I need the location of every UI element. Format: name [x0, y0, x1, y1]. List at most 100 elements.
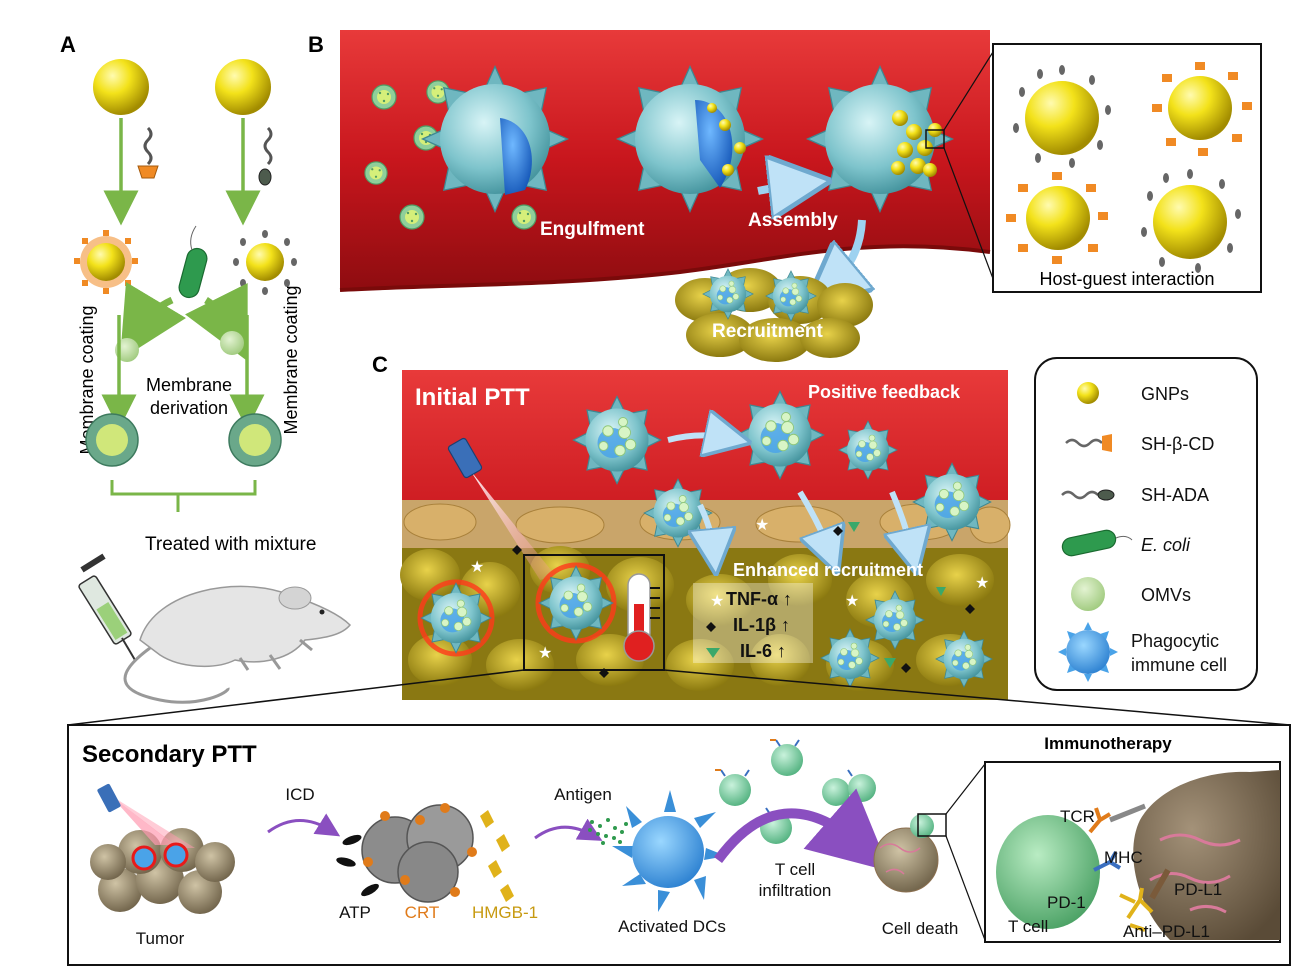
svg-text:★: ★: [845, 593, 859, 610]
label-atp: ATP: [339, 903, 371, 922]
label-secondary-ptt: Secondary PTT: [82, 741, 257, 768]
label-t-cell: T cell: [1008, 917, 1048, 936]
gnp-ada-particle: [233, 230, 297, 295]
white-star-markers: ★ ★ ★ ★ ★ ★: [470, 517, 989, 662]
label-immunotherapy: Immunotherapy: [1044, 734, 1172, 753]
sh-cd-icon: [1065, 434, 1112, 452]
immune-cell-icon: [1058, 622, 1118, 682]
syringe-icon: [78, 553, 136, 661]
green-triangle-markers: [848, 522, 946, 668]
sh-ada-ligand-icon: [258, 126, 273, 186]
zoom-box: [523, 554, 665, 671]
arrow-derivation-right: [185, 283, 248, 362]
label-engulfment: Engulfment: [540, 219, 645, 240]
label-initial-ptt: Initial PTT: [415, 384, 530, 411]
dying-tumor-cell: [873, 763, 986, 941]
gnp-particle-right: [215, 59, 271, 115]
immunotherapy-illustration: [996, 770, 1280, 940]
zoom-line-right: [663, 669, 1291, 726]
svg-text:★: ★: [755, 517, 769, 534]
svg-text:★: ★: [975, 575, 989, 592]
coated-nanoparticle-right: [228, 413, 282, 467]
arrow-recruit-3: [892, 490, 912, 552]
label-recruitment: Recruitment: [712, 321, 824, 342]
legend-label-1: SH-β-CD: [1141, 434, 1214, 454]
host-guest-particles: [1006, 62, 1252, 273]
activated-dc-cell: [612, 790, 726, 912]
panel-label-a: A: [60, 32, 76, 57]
black-diamond-markers: [512, 526, 975, 678]
laser-device-icon: [447, 437, 555, 580]
label-membrane-coating-left: Membrane coating: [77, 305, 97, 454]
arrow-antigen: [534, 818, 603, 841]
label-hmgb: HMGB-1: [472, 903, 538, 922]
atp-molecules: [336, 834, 379, 897]
legend-label-5a: Phagocytic: [1131, 631, 1219, 651]
antigen-dots: [588, 818, 628, 845]
host-guest-inset: [992, 43, 1262, 293]
label-assembly: Assembly: [748, 210, 838, 231]
legend-label-5b: immune cell: [1131, 655, 1227, 675]
arrow-tcell-infiltration: [713, 788, 891, 872]
hmgb-molecules: [480, 810, 514, 902]
label-tcell-inf-2: infiltration: [759, 881, 832, 900]
panel-c: C: [67, 352, 1291, 726]
immune-cell-engulfment: [421, 65, 569, 213]
mouse-illustration: [123, 585, 352, 704]
label-host-guest: Host-guest interaction: [1039, 269, 1214, 289]
arrow-assembly: [757, 184, 800, 191]
sh-cd-ligand-icon: [137, 126, 159, 179]
legend-label-0: GNPs: [1141, 384, 1189, 404]
tumor-cluster: [90, 783, 235, 914]
legend-label-2: SH-ADA: [1141, 485, 1209, 505]
immune-cell-assembly: [616, 65, 764, 213]
secondary-ptt-panel: Secondary PTT Tumor ICD: [67, 724, 1291, 966]
panel-label-b: B: [308, 32, 324, 57]
dying-cell-cluster: [336, 803, 514, 903]
arrow-feedback: [667, 435, 728, 440]
arrow-hitchhiking: [830, 219, 862, 285]
zoom-line-left: [67, 669, 525, 726]
label-tumor: Tumor: [136, 929, 185, 948]
svg-text:★: ★: [538, 645, 552, 662]
label-enhanced-recruitment: Enhanced recruitment: [733, 560, 923, 580]
label-il6: IL-6 ↑: [740, 641, 786, 661]
label-pdl1: PD-L1: [1174, 880, 1222, 899]
label-membrane-derivation-1: Membrane: [146, 375, 232, 395]
legend-label-3: E. coli: [1141, 535, 1191, 555]
omv-vesicle-right: [220, 331, 244, 355]
coated-nanoparticle-left: [85, 413, 139, 467]
crt-molecules: [363, 803, 477, 897]
label-tnf: TNF-α ↑: [726, 589, 792, 609]
arrow-derivation-left: [119, 281, 187, 361]
gnp-particle-left: [93, 59, 149, 115]
gnp-icon: [1077, 382, 1099, 404]
sh-ada-icon: [1061, 489, 1115, 501]
thermometer-icon: [623, 573, 660, 662]
legend-box: GNPs SH-β-CD SH-ADA E. coli OMVs Phagocy…: [1034, 357, 1258, 691]
label-icd: ICD: [285, 785, 314, 804]
label-crt: CRT: [405, 903, 440, 922]
label-membrane-coating-right: Membrane coating: [281, 285, 301, 434]
arrow-recruit-2: [797, 490, 830, 552]
omv-vesicle-left: [115, 338, 139, 362]
label-cell-death: Cell death: [882, 919, 959, 938]
label-treated-with-mixture: Treated with mixture: [145, 534, 316, 555]
vessel-wall: [339, 244, 991, 292]
cytokine-diamond-marker: [706, 622, 716, 632]
immune-cell-hitchhiking: [806, 43, 999, 293]
svg-text:★: ★: [470, 559, 484, 576]
svg-text:★: ★: [710, 593, 724, 610]
arrow-recruit-1: [700, 503, 714, 552]
panel-a: A: [60, 32, 352, 704]
label-il1: IL-1β ↑: [733, 615, 790, 635]
legend-label-4: OMVs: [1141, 585, 1191, 605]
tissue-recruitment-cluster: [675, 268, 873, 362]
label-pd1: PD-1: [1047, 893, 1086, 912]
ecoli-icon: [1061, 529, 1133, 557]
label-antigen: Antigen: [554, 785, 612, 804]
panel-label-c: C: [372, 352, 388, 377]
mixture-bracket: [110, 480, 257, 512]
omv-icon: [1071, 577, 1105, 611]
